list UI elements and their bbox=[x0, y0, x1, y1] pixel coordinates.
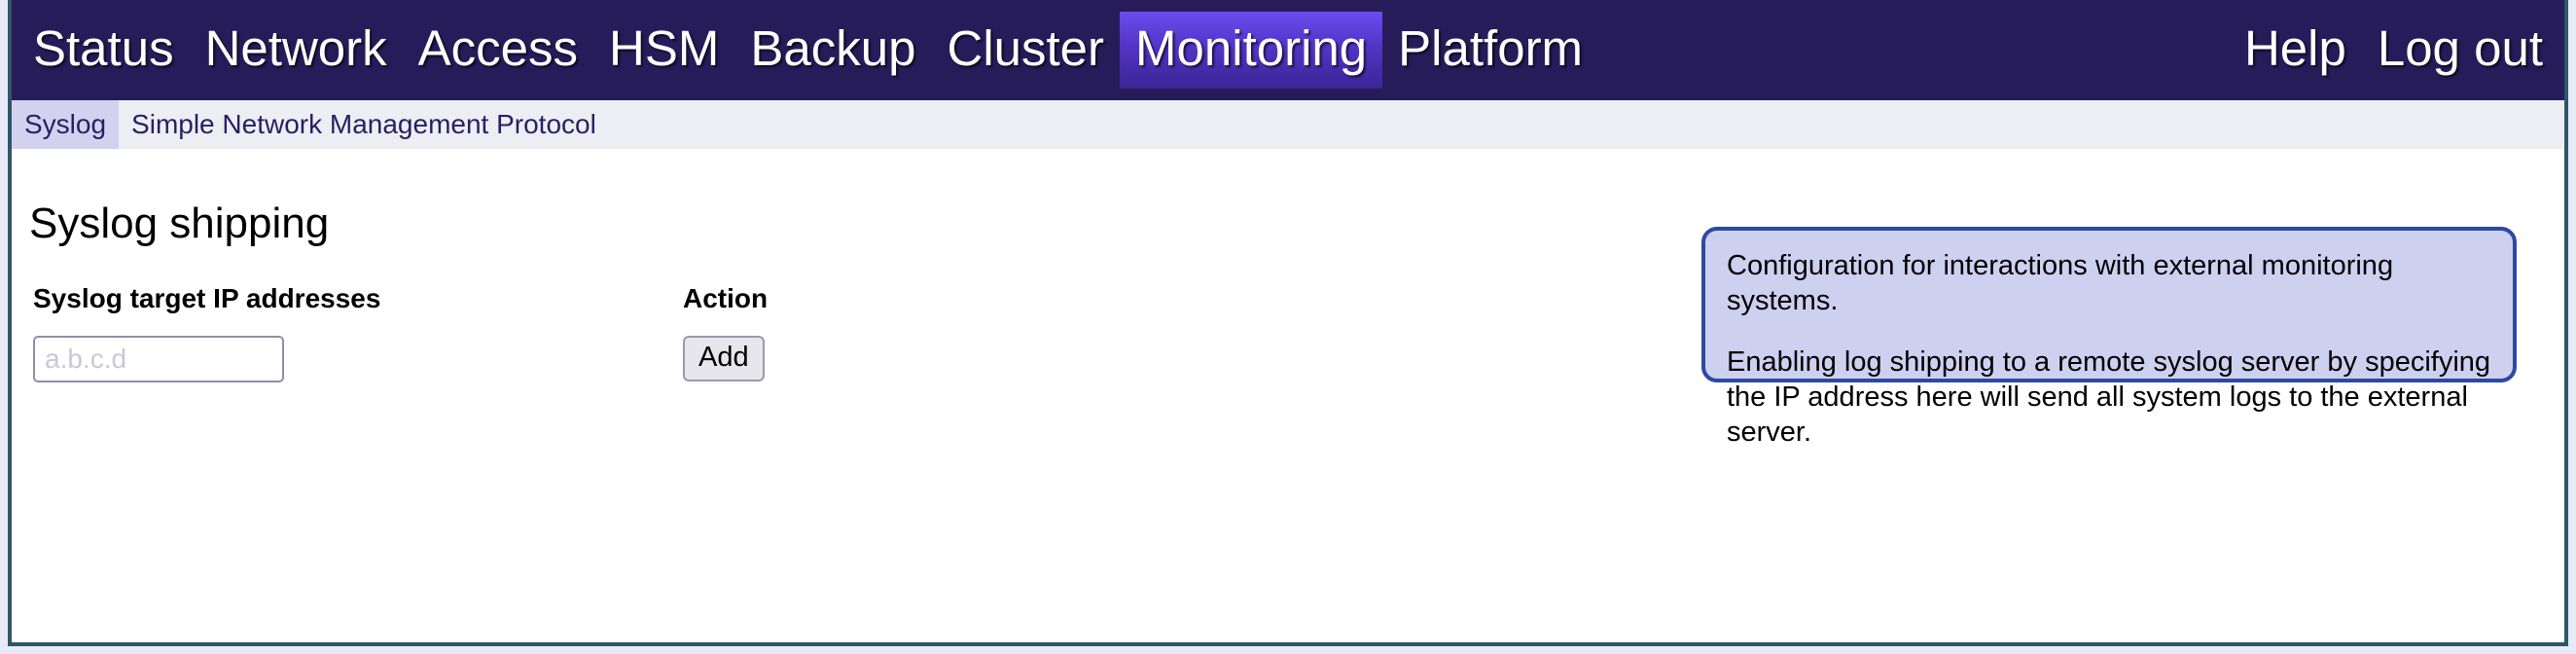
column-header-action: Action bbox=[683, 283, 769, 313]
page-title: Syslog shipping bbox=[29, 200, 330, 247]
info-panel-paragraph-1: Configuration for interactions with exte… bbox=[1727, 250, 2394, 317]
nav-item-backup[interactable]: Backup bbox=[750, 20, 916, 76]
info-panel: Configuration for interactions with exte… bbox=[1701, 227, 2517, 448]
syslog-target-table: Syslog target IP addresses Action Add bbox=[33, 285, 768, 382]
nav-item-help[interactable]: Help bbox=[2243, 20, 2346, 76]
nav-item-log-out[interactable]: Log out bbox=[2377, 20, 2543, 76]
nav-item-access[interactable]: Access bbox=[417, 20, 579, 76]
primary-nav-left-group: Status Network Access HSM Backup Cluster… bbox=[18, 12, 1598, 89]
primary-nav-right-group: Help Log out bbox=[2229, 12, 2558, 89]
add-button[interactable]: Add bbox=[683, 336, 765, 382]
syslog-target-form: Syslog target IP addresses Action Add bbox=[33, 285, 768, 382]
table-row-ip-cell bbox=[33, 336, 683, 382]
nav-item-platform[interactable]: Platform bbox=[1398, 20, 1584, 76]
table-row-action-cell: Add bbox=[683, 336, 768, 382]
nav-item-hsm[interactable]: HSM bbox=[609, 20, 720, 76]
primary-navigation-bar: Status Network Access HSM Backup Cluster… bbox=[8, 0, 2568, 100]
main-content-area: Syslog shipping Syslog target IP address… bbox=[12, 149, 2564, 642]
column-header-ip-addresses: Syslog target IP addresses bbox=[33, 283, 381, 313]
syslog-ip-input[interactable] bbox=[33, 336, 284, 382]
info-panel-paragraph-2: Enabling log shipping to a remote syslog… bbox=[1727, 345, 2491, 449]
nav-item-monitoring[interactable]: Monitoring bbox=[1120, 12, 1383, 89]
tab-snmp[interactable]: Simple Network Management Protocol bbox=[131, 108, 596, 139]
nav-item-network[interactable]: Network bbox=[204, 20, 387, 76]
secondary-navigation-bar: Syslog Simple Network Management Protoco… bbox=[12, 99, 2564, 150]
tab-syslog[interactable]: Syslog bbox=[12, 99, 120, 150]
nav-item-status[interactable]: Status bbox=[33, 20, 174, 76]
nav-item-cluster[interactable]: Cluster bbox=[947, 20, 1105, 76]
